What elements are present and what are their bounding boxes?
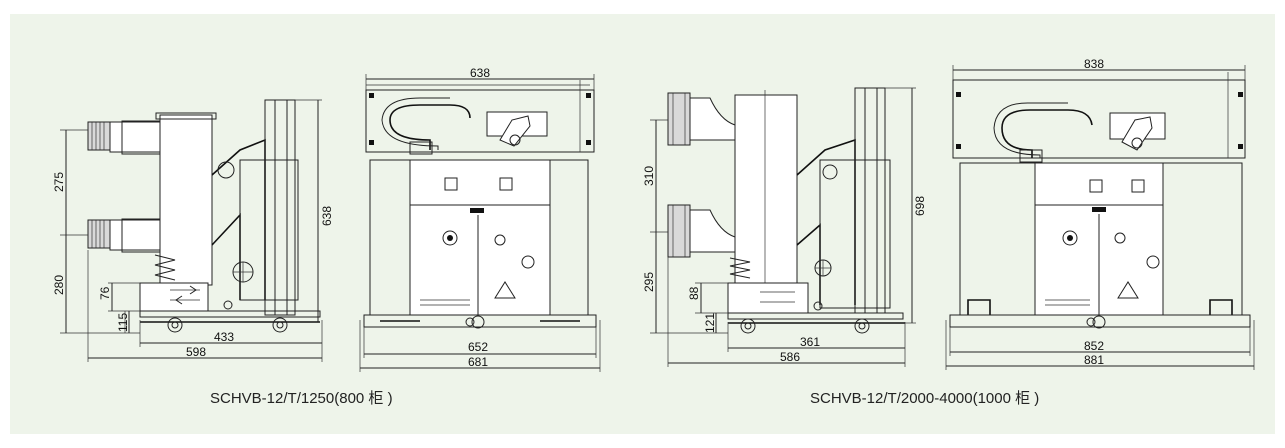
- dim-left-lower-height: 280: [52, 275, 66, 295]
- dim-right-foot-height: 121: [703, 313, 717, 333]
- dim-left-foot-height: 115: [116, 313, 130, 332]
- dim-right-upper-height: 310: [642, 166, 656, 186]
- dim-left-total-height: 638: [320, 206, 334, 226]
- dim-right-base-height: 88: [687, 286, 701, 300]
- left-front-view: [359, 74, 601, 372]
- right-side-view: [650, 87, 916, 367]
- dim-right-depth-inner: 361: [800, 335, 820, 349]
- dim-left-depth-inner: 433: [214, 330, 234, 344]
- dim-right-top-width: 838: [1084, 57, 1104, 71]
- dim-left-depth-outer: 598: [186, 345, 206, 359]
- dim-left-inner-width: 652: [468, 340, 488, 354]
- dim-left-base-height: 76: [98, 286, 112, 300]
- left-side-view: [60, 99, 323, 362]
- caption-right: SCHVB-12/T/2000-4000(1000 柜 ): [810, 390, 1039, 407]
- dim-right-total-height: 698: [913, 196, 927, 216]
- dim-right-depth-outer: 586: [780, 350, 800, 364]
- dim-left-upper-height: 275: [52, 172, 66, 192]
- dim-left-outer-width: 681: [468, 355, 488, 369]
- right-front-view: [945, 65, 1255, 370]
- dim-left-top-width: 638: [470, 66, 490, 80]
- dim-right-lower-height: 295: [642, 272, 656, 292]
- dim-right-outer-width: 881: [1084, 353, 1104, 367]
- dim-right-inner-width: 852: [1084, 339, 1104, 353]
- caption-left: SCHVB-12/T/1250(800 柜 ): [210, 390, 393, 407]
